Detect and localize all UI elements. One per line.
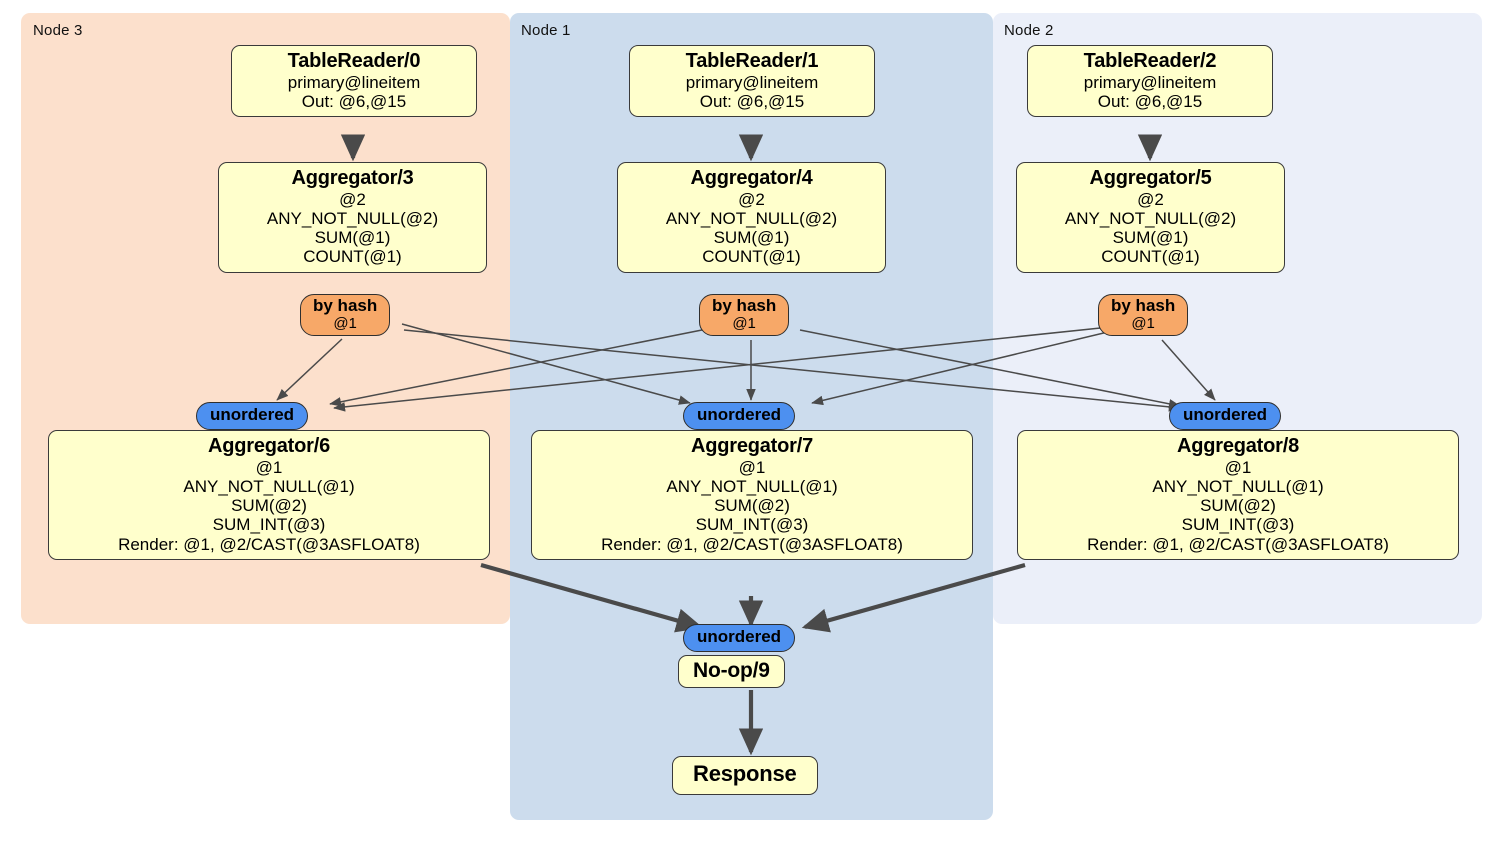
aggregator-4-title: Aggregator/4 <box>690 167 813 189</box>
tablereader-1-title: TableReader/1 <box>685 50 819 72</box>
aggregator-8-line-4: SUM_INT(@3) <box>1181 515 1295 535</box>
tablereader-2-line-2: Out: @6,@15 <box>1097 92 1203 112</box>
tablereader-2-box: TableReader/2 primary@lineitem Out: @6,@… <box>1027 45 1273 118</box>
tablereader-1-line-1: primary@lineitem <box>685 73 819 93</box>
router-badge-left-column: @1 <box>333 314 357 332</box>
aggregator-5-line-4: COUNT(@1) <box>1101 247 1200 267</box>
input-badge-unordered-right-label: unordered <box>1183 405 1268 424</box>
input-badge-unordered-left[interactable]: unordered <box>196 402 309 430</box>
tablereader-0-box: TableReader/0 primary@lineitem Out: @6,@… <box>231 45 477 118</box>
tablereader-1-box: TableReader/1 primary@lineitem Out: @6,@… <box>629 45 875 118</box>
response-box: Response <box>672 756 818 795</box>
aggregator-8-line-1: @1 <box>1224 458 1252 478</box>
tablereader-0-line-2: Out: @6,@15 <box>301 92 407 112</box>
aggregator-6-line-4: SUM_INT(@3) <box>212 515 326 535</box>
input-badge-unordered-mid-label: unordered <box>697 405 782 424</box>
tablereader-2-title: TableReader/2 <box>1083 50 1217 72</box>
node-aggregator-7[interactable]: Aggregator/7 @1 ANY_NOT_NULL(@1) SUM(@2)… <box>531 430 973 560</box>
aggregator-3-box: Aggregator/3 @2 ANY_NOT_NULL(@2) SUM(@1)… <box>218 162 487 273</box>
node-tablereader-1[interactable]: TableReader/1 primary@lineitem Out: @6,@… <box>629 45 875 118</box>
aggregator-4-line-3: SUM(@1) <box>713 228 790 248</box>
aggregator-6-box: Aggregator/6 @1 ANY_NOT_NULL(@1) SUM(@2)… <box>48 430 490 560</box>
node-noop-9[interactable]: No-op/9 <box>678 655 785 688</box>
aggregator-8-line-3: SUM(@2) <box>1200 496 1276 516</box>
input-badge-unordered-left-label: unordered <box>210 405 295 424</box>
aggregator-5-title: Aggregator/5 <box>1089 167 1212 189</box>
aggregator-6-title: Aggregator/6 <box>207 435 331 457</box>
node-response[interactable]: Response <box>672 756 818 795</box>
aggregator-7-line-4: SUM_INT(@3) <box>695 515 809 535</box>
router-badge-by-hash-left[interactable]: by hash @1 <box>300 294 391 337</box>
response-title: Response <box>693 761 797 786</box>
input-badge-unordered-mid[interactable]: unordered <box>683 402 796 430</box>
aggregator-8-box: Aggregator/8 @1 ANY_NOT_NULL(@1) SUM(@2)… <box>1017 430 1459 560</box>
tablereader-2-line-1: primary@lineitem <box>1083 73 1217 93</box>
aggregator-3-line-3: SUM(@1) <box>314 228 391 248</box>
aggregator-3-title: Aggregator/3 <box>291 167 414 189</box>
aggregator-6-line-3: SUM(@2) <box>231 496 307 516</box>
aggregator-8-line-2: ANY_NOT_NULL(@1) <box>1152 477 1324 497</box>
aggregator-3-line-2: ANY_NOT_NULL(@2) <box>266 209 439 229</box>
router-badge-right-column: @1 <box>1131 314 1155 332</box>
input-badge-unordered-final-label: unordered <box>697 627 782 646</box>
tablereader-0-title: TableReader/0 <box>287 50 421 72</box>
aggregator-4-box: Aggregator/4 @2 ANY_NOT_NULL(@2) SUM(@1)… <box>617 162 886 273</box>
aggregator-7-box: Aggregator/7 @1 ANY_NOT_NULL(@1) SUM(@2)… <box>531 430 973 560</box>
aggregator-6-line-2: ANY_NOT_NULL(@1) <box>183 477 355 497</box>
router-badge-mid-label: by hash <box>712 296 777 315</box>
aggregator-3-line-4: COUNT(@1) <box>303 247 402 267</box>
noop-9-title: No-op/9 <box>693 659 770 682</box>
node-aggregator-8[interactable]: Aggregator/8 @1 ANY_NOT_NULL(@1) SUM(@2)… <box>1017 430 1459 560</box>
aggregator-6-line-5: Render: @1, @2/CAST(@3ASFLOAT8) <box>118 534 420 554</box>
aggregator-7-line-1: @1 <box>738 458 766 478</box>
aggregator-3-line-1: @2 <box>339 190 366 210</box>
aggregator-4-line-4: COUNT(@1) <box>702 247 801 267</box>
panel-label-node1: Node 1 <box>521 22 571 39</box>
aggregator-7-title: Aggregator/7 <box>690 435 814 457</box>
node-tablereader-0[interactable]: TableReader/0 primary@lineitem Out: @6,@… <box>231 45 477 118</box>
aggregator-6-line-1: @1 <box>255 458 283 478</box>
router-badge-by-hash-right[interactable]: by hash @1 <box>1098 294 1189 337</box>
node-aggregator-5[interactable]: Aggregator/5 @2 ANY_NOT_NULL(@2) SUM(@1)… <box>1016 162 1285 273</box>
input-badge-unordered-right[interactable]: unordered <box>1169 402 1282 430</box>
node-aggregator-6[interactable]: Aggregator/6 @1 ANY_NOT_NULL(@1) SUM(@2)… <box>48 430 490 560</box>
aggregator-4-line-1: @2 <box>738 190 765 210</box>
aggregator-5-line-3: SUM(@1) <box>1112 228 1189 248</box>
node-tablereader-2[interactable]: TableReader/2 primary@lineitem Out: @6,@… <box>1027 45 1273 118</box>
aggregator-5-box: Aggregator/5 @2 ANY_NOT_NULL(@2) SUM(@1)… <box>1016 162 1285 273</box>
panel-label-node3: Node 3 <box>33 22 83 39</box>
input-badge-unordered-final[interactable]: unordered <box>683 624 796 652</box>
noop-9-box: No-op/9 <box>678 655 785 688</box>
aggregator-8-line-5: Render: @1, @2/CAST(@3ASFLOAT8) <box>1087 534 1389 554</box>
aggregator-7-line-5: Render: @1, @2/CAST(@3ASFLOAT8) <box>601 534 903 554</box>
node-aggregator-3[interactable]: Aggregator/3 @2 ANY_NOT_NULL(@2) SUM(@1)… <box>218 162 487 273</box>
aggregator-7-line-2: ANY_NOT_NULL(@1) <box>666 477 838 497</box>
router-badge-right-label: by hash <box>1111 296 1176 315</box>
aggregator-5-line-1: @2 <box>1137 190 1164 210</box>
router-badge-left-label: by hash <box>313 296 378 315</box>
aggregator-5-line-2: ANY_NOT_NULL(@2) <box>1064 209 1237 229</box>
tablereader-1-line-2: Out: @6,@15 <box>699 92 805 112</box>
node-aggregator-4[interactable]: Aggregator/4 @2 ANY_NOT_NULL(@2) SUM(@1)… <box>617 162 886 273</box>
tablereader-0-line-1: primary@lineitem <box>287 73 421 93</box>
aggregator-7-line-3: SUM(@2) <box>714 496 790 516</box>
panel-label-node2: Node 2 <box>1004 22 1054 39</box>
aggregator-8-title: Aggregator/8 <box>1176 435 1300 457</box>
router-badge-mid-column: @1 <box>732 314 756 332</box>
aggregator-4-line-2: ANY_NOT_NULL(@2) <box>665 209 838 229</box>
router-badge-by-hash-mid[interactable]: by hash @1 <box>699 294 790 337</box>
